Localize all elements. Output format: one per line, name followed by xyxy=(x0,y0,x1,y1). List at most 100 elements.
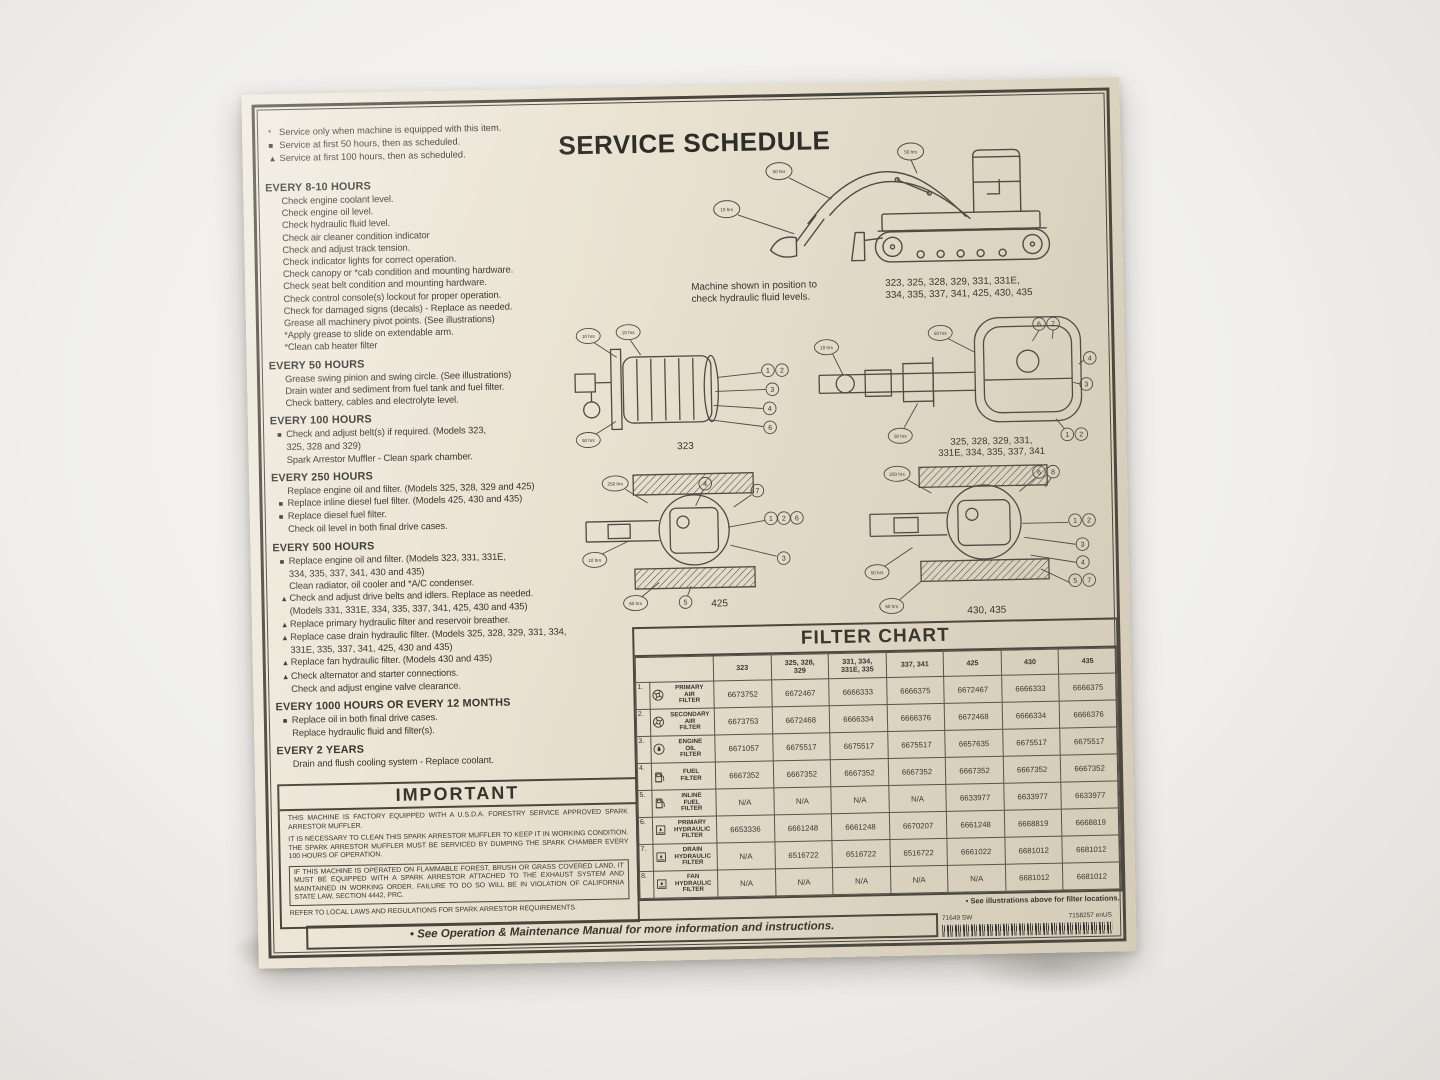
machine-model-list: 323, 325, 328, 329, 331, 331E, 334, 335,… xyxy=(885,275,1033,302)
machine-caption: Machine shown in position to check hydra… xyxy=(691,279,817,306)
item-marker: ▲ xyxy=(281,671,290,681)
item-text: Check and adjust drive belts and idlers.… xyxy=(289,587,534,617)
machine-caption-line: check hydraulic fluid levels. xyxy=(691,291,811,305)
row-number: 3. xyxy=(636,736,652,764)
row-number: 1. xyxy=(635,682,651,710)
part-number-cell: 6672468 xyxy=(771,705,830,734)
important-paragraph: REFER TO LOCAL LAWS AND REGULATIONS FOR … xyxy=(289,903,577,917)
callout-number: 1 xyxy=(766,368,770,375)
part-number-cell: 6666376 xyxy=(886,703,945,732)
part-number-cell: N/A xyxy=(890,865,949,894)
machine-top-view-illustration: 250 hrs 50 hrs 60 hrs 6 8 1 2 3 4 5 7 xyxy=(864,464,1096,614)
callout-number: 1 xyxy=(769,516,773,523)
part-number-cell: 6681012 xyxy=(1062,861,1121,891)
callout-number: 4 xyxy=(1088,355,1092,362)
legend-text: Service only when machine is equipped wi… xyxy=(278,122,502,138)
part-number-cell: 6672468 xyxy=(944,702,1003,731)
part-number-cell: 6633977 xyxy=(1003,782,1062,811)
part-number-cell: 6667352 xyxy=(945,756,1004,785)
decal-part-number: 7158257 enUS xyxy=(1068,911,1113,920)
important-paragraph: IF THIS MACHINE IS OPERATED ON FLAMMABLE… xyxy=(293,861,625,901)
callout-number: 6 xyxy=(1037,469,1041,476)
callout-number: 3 xyxy=(1084,381,1088,388)
row-number: 2. xyxy=(636,709,651,737)
filter-name: DRAIN HYDRAULIC FILTER xyxy=(674,845,711,867)
part-number-cell: 6667352 xyxy=(887,757,947,786)
part-number-cell: 6661248 xyxy=(831,812,890,841)
inline-fuel-filter-icon xyxy=(653,797,666,810)
grease-interval-balloon: 50 hrs xyxy=(773,169,787,174)
primary-hydraulic-filter-icon xyxy=(654,824,667,837)
legend-symbol: * xyxy=(267,128,272,138)
part-number-cell: 6681012 xyxy=(1004,836,1063,865)
part-number-cell: 6666334 xyxy=(1001,701,1061,730)
filter-name-cell: PRIMARY AIR FILTER xyxy=(649,681,715,710)
callout-number: 2 xyxy=(782,516,786,523)
machine-rear-view-illustration: 10 hrs 50 hrs 50 hrs 6 7 4 3 1 2 xyxy=(814,315,1097,444)
part-number-cell: N/A xyxy=(717,868,776,897)
item-text: Check and adjust track tension. xyxy=(282,241,411,255)
part-number-cell: 6516722 xyxy=(889,838,948,867)
part-number-cell: 6653336 xyxy=(716,814,775,844)
item-text: Check engine oil level. xyxy=(281,205,374,219)
diagram-430-435: 250 hrs 50 hrs 60 hrs 6 8 1 2 3 4 5 7 43… xyxy=(859,456,1112,621)
item-text: Check hydraulic fluid level. xyxy=(281,217,391,231)
part-number-cell: 6666333 xyxy=(1001,674,1060,703)
part-number-cell: 6667352 xyxy=(830,758,889,787)
part-number-cell: 6675517 xyxy=(1060,726,1119,756)
part-number-cell: 6516722 xyxy=(832,839,891,868)
filter-name-cell: DRAIN HYDRAULIC FILTER xyxy=(652,843,718,872)
filter-name: FUEL FILTER xyxy=(680,768,702,783)
filter-chart-corner-cell xyxy=(635,656,714,683)
model-column-header: 425 xyxy=(943,650,1002,677)
interval-balloon: 250 hrs xyxy=(607,481,623,486)
part-number-cell: 6672467 xyxy=(943,675,1002,704)
item-text: Check battery, cables and electrolyte le… xyxy=(285,393,459,409)
grease-interval-balloon: 10 hrs xyxy=(720,207,734,212)
part-number-cell: 6661022 xyxy=(947,837,1006,866)
part-number-cell: 6666334 xyxy=(829,704,888,733)
engine-side-view-illustration: 10 hrs 10 hrs 50 hrs 1 2 3 4 6 xyxy=(574,324,789,448)
callout-number: 3 xyxy=(770,387,774,394)
item-text: Replace oil in both final drive cases. xyxy=(291,710,438,725)
part-number-cell: 6667352 xyxy=(772,759,831,788)
item-marker: ▲ xyxy=(280,619,289,629)
part-number-cell: 6661248 xyxy=(773,813,833,842)
drain-hydraulic-filter-icon xyxy=(655,851,668,864)
row-number: 6. xyxy=(638,817,653,845)
callout-number: 4 xyxy=(768,406,772,413)
item-marker: ■ xyxy=(278,512,284,522)
filter-name: SECONDARY AIR FILTER xyxy=(670,710,710,732)
part-number-cell: 6681012 xyxy=(1062,834,1121,864)
part-number-cell: 6666375 xyxy=(1058,672,1118,702)
row-number: 5. xyxy=(637,790,653,818)
part-number-cell: 6675517 xyxy=(887,730,946,759)
part-number-cell: 6671057 xyxy=(714,733,773,763)
part-number-cell: N/A xyxy=(947,864,1006,893)
item-marker: ■ xyxy=(278,499,284,509)
callout-number: 5 xyxy=(684,600,688,607)
interval-balloon: 10 hrs xyxy=(582,334,596,339)
part-number-cell: 6666375 xyxy=(886,676,945,705)
model-column-header: 430 xyxy=(1000,649,1059,676)
primary-air-filter-icon xyxy=(651,689,664,702)
callout-number: 7 xyxy=(755,488,759,495)
filter-name: FAN HYDRAULIC FILTER xyxy=(674,872,712,894)
part-number-cell: 6670207 xyxy=(889,811,948,840)
excavator-illustration: 10 hrs 50 hrs 50 hrs xyxy=(713,142,1051,263)
item-text: Check and adjust engine valve clearance. xyxy=(291,679,461,694)
diagram-325-341: 10 hrs 50 hrs 50 hrs 6 7 4 3 1 2 325, 32… xyxy=(806,308,1107,464)
part-number-cell: N/A xyxy=(773,786,832,815)
important-paragraph: IT IS NECESSARY TO CLEAN THIS SPARK ARRE… xyxy=(288,829,629,861)
part-number-cell: 6668819 xyxy=(1004,809,1063,838)
filter-name: INLINE FUEL FILTER xyxy=(681,791,703,813)
machine-top-view-illustration: 250 hrs 10 hrs 60 hrs 4 7 1 2 6 3 5 xyxy=(582,472,804,612)
